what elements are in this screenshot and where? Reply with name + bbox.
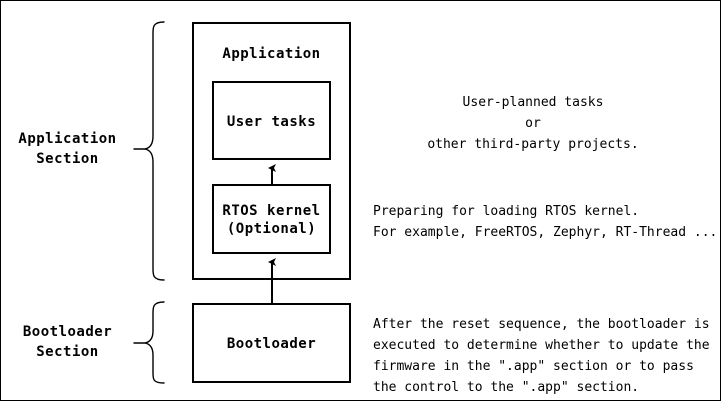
rtos-kernel-box-label: RTOS kernel (Optional)	[222, 203, 321, 237]
bootloader-box-label: Bootloader	[226, 336, 317, 352]
bootloader-section-label: Bootloader Section	[22, 324, 113, 360]
bootloader-box: Bootloader	[192, 303, 351, 383]
application-section-label: Application Section	[18, 131, 117, 167]
application-box-label: Application	[222, 46, 321, 62]
bootloader-note: After the reset sequence, the bootloader…	[373, 317, 710, 395]
rtos-kernel-box: RTOS kernel (Optional)	[212, 184, 331, 254]
user-tasks-box-label: User tasks	[226, 114, 317, 130]
user-tasks-note: User-planned tasks or other third-party …	[427, 95, 639, 152]
application-section-brace	[133, 21, 165, 281]
user-tasks-box: User tasks	[212, 81, 331, 160]
bootloader-section-brace	[133, 301, 165, 384]
rtos-kernel-note: Preparing for loading RTOS kernel. For e…	[373, 204, 718, 240]
